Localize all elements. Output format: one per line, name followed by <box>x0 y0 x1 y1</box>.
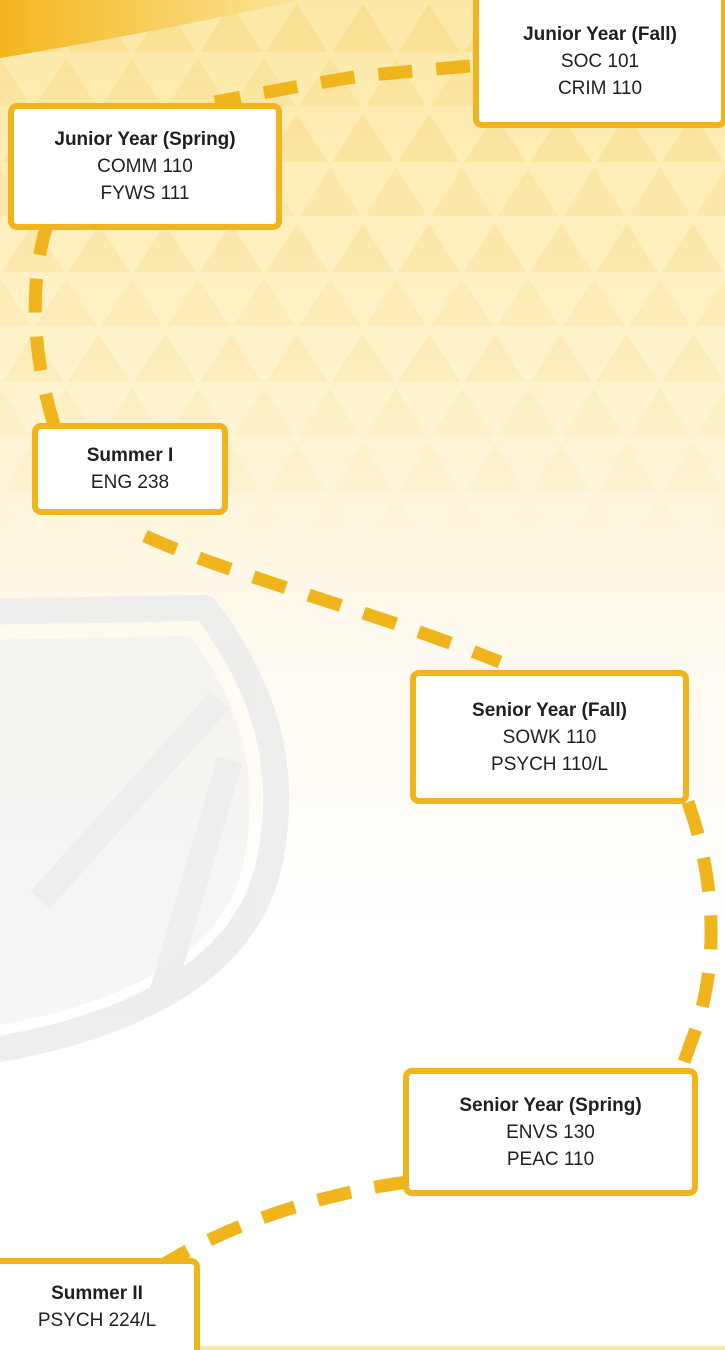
node-course: PEAC 110 <box>506 1148 595 1170</box>
node-senior-year-fall: Senior Year (Fall) SOWK 110 PSYCH 110/L <box>410 670 689 804</box>
node-title: Junior Year (Spring) <box>54 129 236 150</box>
connector-junior-fall-to-junior-spring <box>213 59 471 109</box>
node-title: Junior Year (Fall) <box>523 23 677 45</box>
connector-junior-spring-to-summer-1 <box>28 219 61 427</box>
node-course: ENVS 130 <box>506 1121 595 1143</box>
node-course: PSYCH 224/L <box>37 1310 157 1331</box>
connector-summer-1-to-senior-fall <box>142 530 503 669</box>
node-title: Summer I <box>86 445 174 466</box>
node-title: Senior Year (Spring) <box>459 1094 642 1116</box>
node-senior-year-spring: Senior Year (Spring) ENVS 130 PEAC 110 <box>403 1068 698 1196</box>
node-junior-year-fall: Junior Year (Fall) SOC 101 CRIM 110 <box>473 0 725 128</box>
node-title: Summer II <box>51 1283 143 1304</box>
node-course: PSYCH 110/L <box>491 753 608 775</box>
node-junior-year-spring: Junior Year (Spring) COMM 110 FYWS 111 <box>8 103 282 230</box>
node-course: SOWK 110 <box>502 726 597 748</box>
node-course: COMM 110 <box>97 156 193 177</box>
node-course: SOC 101 <box>560 50 640 72</box>
connector-senior-fall-to-senior-spring <box>675 799 718 1071</box>
connector-senior-spring-to-summer-2 <box>154 1175 409 1274</box>
node-course: FYWS 111 <box>100 183 190 204</box>
node-summer-2: Summer II PSYCH 224/L <box>0 1258 200 1350</box>
node-summer-1: Summer I ENG 238 <box>32 423 228 515</box>
node-course: CRIM 110 <box>557 77 643 99</box>
node-course: ENG 238 <box>90 472 170 493</box>
node-title: Senior Year (Fall) <box>472 699 627 721</box>
